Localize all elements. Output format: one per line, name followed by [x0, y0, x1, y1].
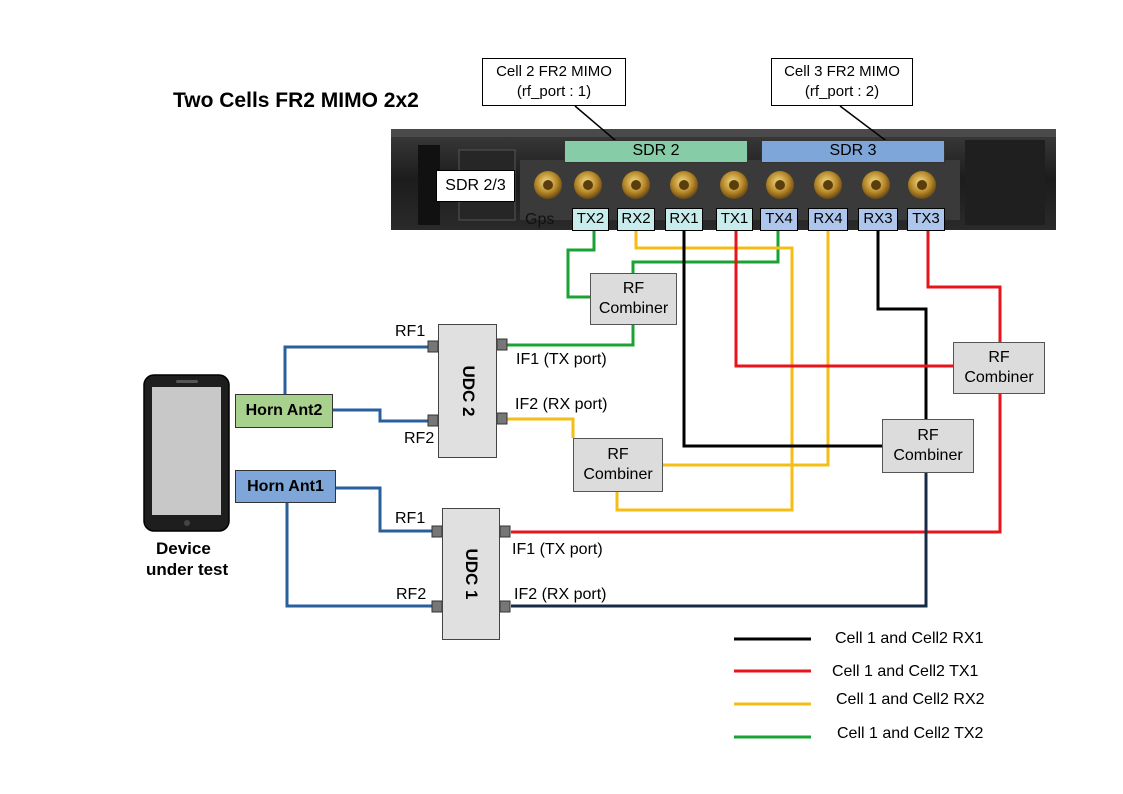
sma-connector-icon [534, 171, 936, 199]
port-tx3: TX3 [907, 208, 945, 231]
smartphone-icon [143, 374, 230, 532]
udc2-rf1-label: RF1 [395, 323, 426, 340]
cable-rx1-black [682, 231, 882, 448]
callout-cell2-line2: (rf_port : 1) [516, 83, 592, 100]
sma-connector-icon [622, 171, 650, 199]
cable-tx2-combined-green [503, 325, 635, 347]
device-label-line1: Device [156, 539, 211, 558]
rf-combiner-line1: RF [988, 349, 1010, 366]
legend-label-tx2: Cell 1 and Cell2 TX2 [837, 725, 984, 742]
cable-tx4-green [631, 231, 780, 273]
udc-port-stubs [427, 338, 511, 613]
sdr23-label: SDR 2/3 [436, 170, 515, 202]
cable-ant1-rf1-blue [336, 486, 432, 533]
sma-connector-icon [908, 171, 936, 199]
sma-connector-icon [574, 171, 602, 199]
callout-cell3-line1: Cell 3 FR2 MIMO [784, 63, 900, 80]
port-rx3: RX3 [858, 208, 898, 231]
udc2-if1-port [496, 338, 508, 351]
rf-combiner-line1: RF [917, 427, 939, 444]
callout-cell2-line1: Cell 2 FR2 MIMO [496, 63, 612, 80]
sdr3-bar: SDR 3 [761, 140, 945, 163]
rf-combiner-right: RF Combiner [953, 342, 1045, 394]
port-tx4: TX4 [760, 208, 798, 231]
cable-ant2-rf2-blue [333, 408, 428, 423]
sma-connector-icon [670, 171, 698, 199]
horn-ant1: Horn Ant1 [235, 470, 336, 503]
callout-cell2: Cell 2 FR2 MIMO (rf_port : 1) [482, 58, 626, 106]
udc1-box: UDC 1 [442, 508, 500, 640]
cable-rx1-combined-navy [511, 473, 928, 608]
cable-tx2-green [566, 231, 596, 299]
udc1-if1-label: IF1 (TX port) [512, 541, 603, 558]
callout-cell3: Cell 3 FR2 MIMO (rf_port : 2) [771, 58, 913, 106]
udc2-name: UDC 2 [458, 365, 478, 417]
sma-connector-icon [720, 171, 748, 199]
udc2-rf2-port [427, 414, 439, 427]
gps-label: Gps [525, 211, 555, 228]
rf-combiner-line2: Combiner [598, 300, 669, 317]
horn-ant2: Horn Ant2 [235, 394, 333, 428]
cable-ant2-rf1-blue [283, 345, 428, 402]
sma-connector-icon [766, 171, 794, 199]
legend-label-rx2: Cell 1 and Cell2 RX2 [836, 691, 985, 708]
udc2-rf2-label: RF2 [404, 430, 435, 447]
port-rx2: RX2 [617, 208, 655, 231]
udc2-if2-port [496, 412, 508, 425]
cable-rx3-black [876, 231, 928, 419]
cable-tx1-red [734, 231, 953, 368]
callout-pointers [574, 105, 894, 147]
udc2-rf1-port [427, 340, 439, 353]
sma-connector-icon [534, 171, 562, 199]
sdr2-bar: SDR 2 [564, 140, 748, 163]
cable-rx4-yellow [663, 231, 830, 467]
udc1-rf1-label: RF1 [395, 510, 426, 527]
diagram-title: Two Cells FR2 MIMO 2x2 [173, 89, 419, 112]
port-tx2: TX2 [572, 208, 609, 231]
device-label-line2: under test [146, 560, 229, 579]
udc2-if1-label: IF1 (TX port) [516, 351, 607, 368]
cables [283, 231, 1002, 608]
sma-connector-icon [862, 171, 890, 199]
cable-rx2-yellow [615, 231, 794, 512]
udc1-rf1-port [431, 525, 443, 538]
callout-cell3-line2: (rf_port : 2) [804, 83, 880, 100]
udc1-if2-port [499, 600, 511, 613]
rf-combiner-line1: RF [607, 446, 629, 463]
rf-combiner-lower: RF Combiner [573, 438, 663, 492]
cable-tx3-red [926, 231, 1002, 342]
cable-rx2-combined-yellow [503, 417, 575, 438]
rf-combiner-top: RF Combiner [590, 273, 677, 325]
port-tx1: TX1 [716, 208, 753, 231]
cable-tx1-combined-red [511, 394, 1002, 534]
rf-combiner-line1: RF [622, 280, 645, 297]
udc1-if2-label: IF2 (RX port) [514, 586, 607, 603]
legend-lines [734, 637, 811, 739]
cable-ant1-rf2-blue [285, 502, 432, 608]
rf-combiner-line2: Combiner [583, 466, 653, 483]
udc1-rf2-port [431, 600, 443, 613]
udc1-if1-port [499, 525, 511, 538]
rf-combiner-middle: RF Combiner [882, 419, 974, 473]
legend-label-rx1: Cell 1 and Cell2 RX1 [835, 630, 984, 647]
udc2-if2-label: IF2 (RX port) [515, 396, 608, 413]
udc1-name: UDC 1 [462, 548, 481, 600]
rf-combiner-line2: Combiner [964, 369, 1034, 386]
rf-combiner-line2: Combiner [893, 447, 963, 464]
udc2-box: UDC 2 [438, 324, 497, 458]
udc1-rf2-label: RF2 [396, 586, 427, 603]
legend-label-tx1: Cell 1 and Cell2 TX1 [832, 663, 979, 680]
sma-connector-icon [814, 171, 842, 199]
port-rx1: RX1 [665, 208, 703, 231]
port-rx4: RX4 [808, 208, 848, 231]
